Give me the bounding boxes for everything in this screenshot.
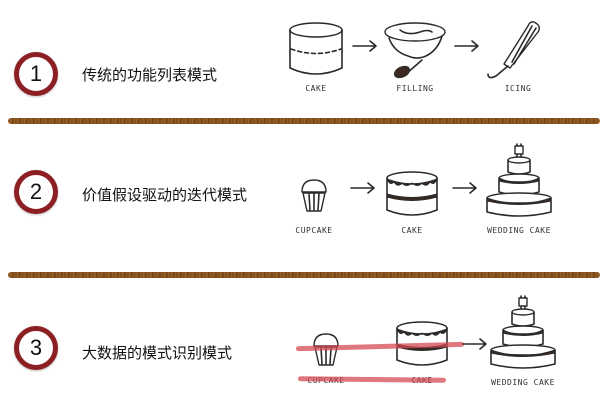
- cupcake-icon: [313, 333, 339, 366]
- caption-cupcake: CUPCAKE: [295, 226, 333, 235]
- section-3: 3 大数据的模式识别模式 CUPCAKE CAKE WEDDING CAKE: [0, 280, 608, 401]
- section-title-3: 大数据的模式识别模式: [82, 344, 233, 362]
- arrow-icon: [454, 40, 479, 52]
- step-number-3: 3: [29, 335, 43, 360]
- step-number-1: 1: [29, 61, 43, 86]
- section-2: 2 价值假设驱动的迭代模式 CUPCAKE CAKE WEDDING CAKE: [0, 126, 608, 276]
- step-badge-3: 3: [14, 326, 58, 370]
- filling-bowl-icon: [384, 22, 446, 79]
- cake-layer-icon: [289, 22, 343, 75]
- caption-wedding-cake: WEDDING CAKE: [491, 378, 555, 387]
- arrow-icon: [350, 182, 375, 194]
- icing-bag-icon: [487, 21, 541, 79]
- cake-icon: [386, 171, 438, 216]
- section-1: 1 传统的功能列表模式 CAKE FILLING ICING: [0, 0, 608, 120]
- caption-wedding-cake: WEDDING CAKE: [487, 226, 551, 235]
- caption-cake: CAKE: [305, 84, 327, 93]
- cupcake-icon: [301, 179, 327, 212]
- section-divider-1: [8, 118, 600, 124]
- step-badge-2: 2: [14, 170, 58, 214]
- wedding-cake-icon: [490, 295, 556, 369]
- arrow-icon: [352, 40, 377, 52]
- caption-icing: ICING: [504, 84, 532, 93]
- caption-cake: CAKE: [401, 226, 423, 235]
- arrow-icon: [462, 338, 487, 350]
- section-title-1: 传统的功能列表模式: [82, 66, 218, 84]
- section-title-2: 价值假设驱动的迭代模式: [82, 186, 248, 204]
- wedding-cake-icon: [486, 143, 552, 217]
- section-divider-2: [8, 272, 600, 278]
- caption-filling: FILLING: [396, 84, 434, 93]
- step-number-2: 2: [29, 179, 43, 204]
- step-badge-1: 1: [14, 52, 58, 96]
- arrow-icon: [452, 182, 477, 194]
